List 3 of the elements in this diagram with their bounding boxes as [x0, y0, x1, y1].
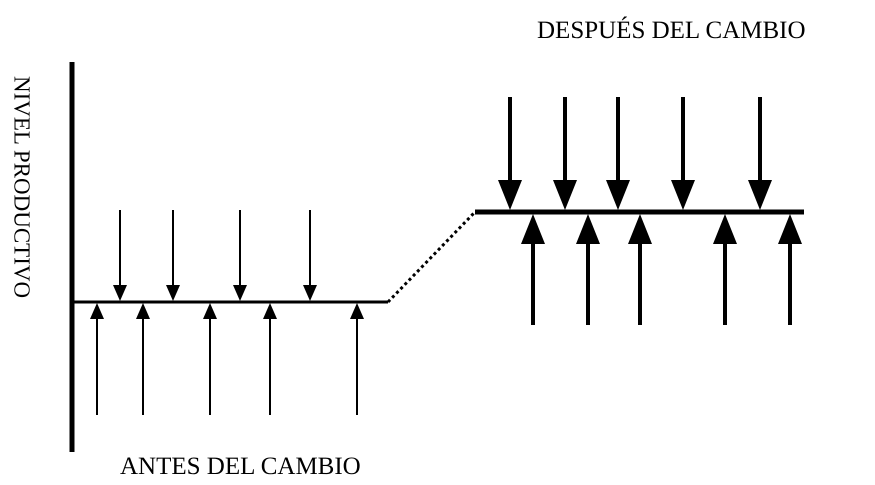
axis-label: NIVEL PRODUCTIVO [8, 76, 36, 298]
axis-label: DESPUÉS DEL CAMBIO [537, 16, 806, 46]
axis-label: ANTES DEL CAMBIO [120, 452, 361, 482]
